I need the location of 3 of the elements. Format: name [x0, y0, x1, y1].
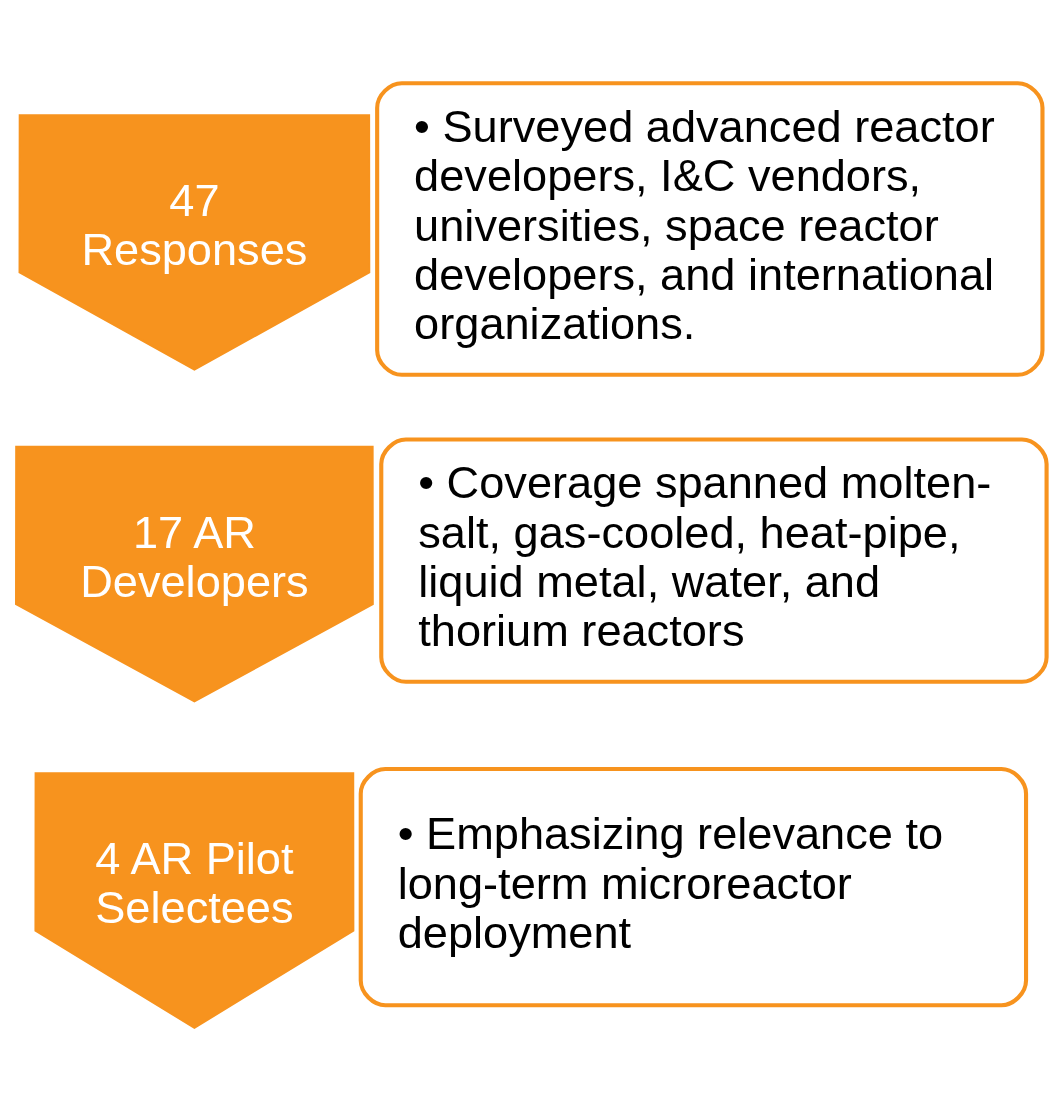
node-box: • Emphasizing relevance to long-term microreactor deployment — [358, 766, 1029, 1007]
node-box: • Surveyed advanced reactor developers, I&C vendors, universities, space reactor developers, and international organizations. — [375, 80, 1045, 377]
node-box: • Coverage spanned molten-salt, gas-cooled, heat-pipe, liquid metal, water, and thorium reactors — [379, 436, 1049, 684]
